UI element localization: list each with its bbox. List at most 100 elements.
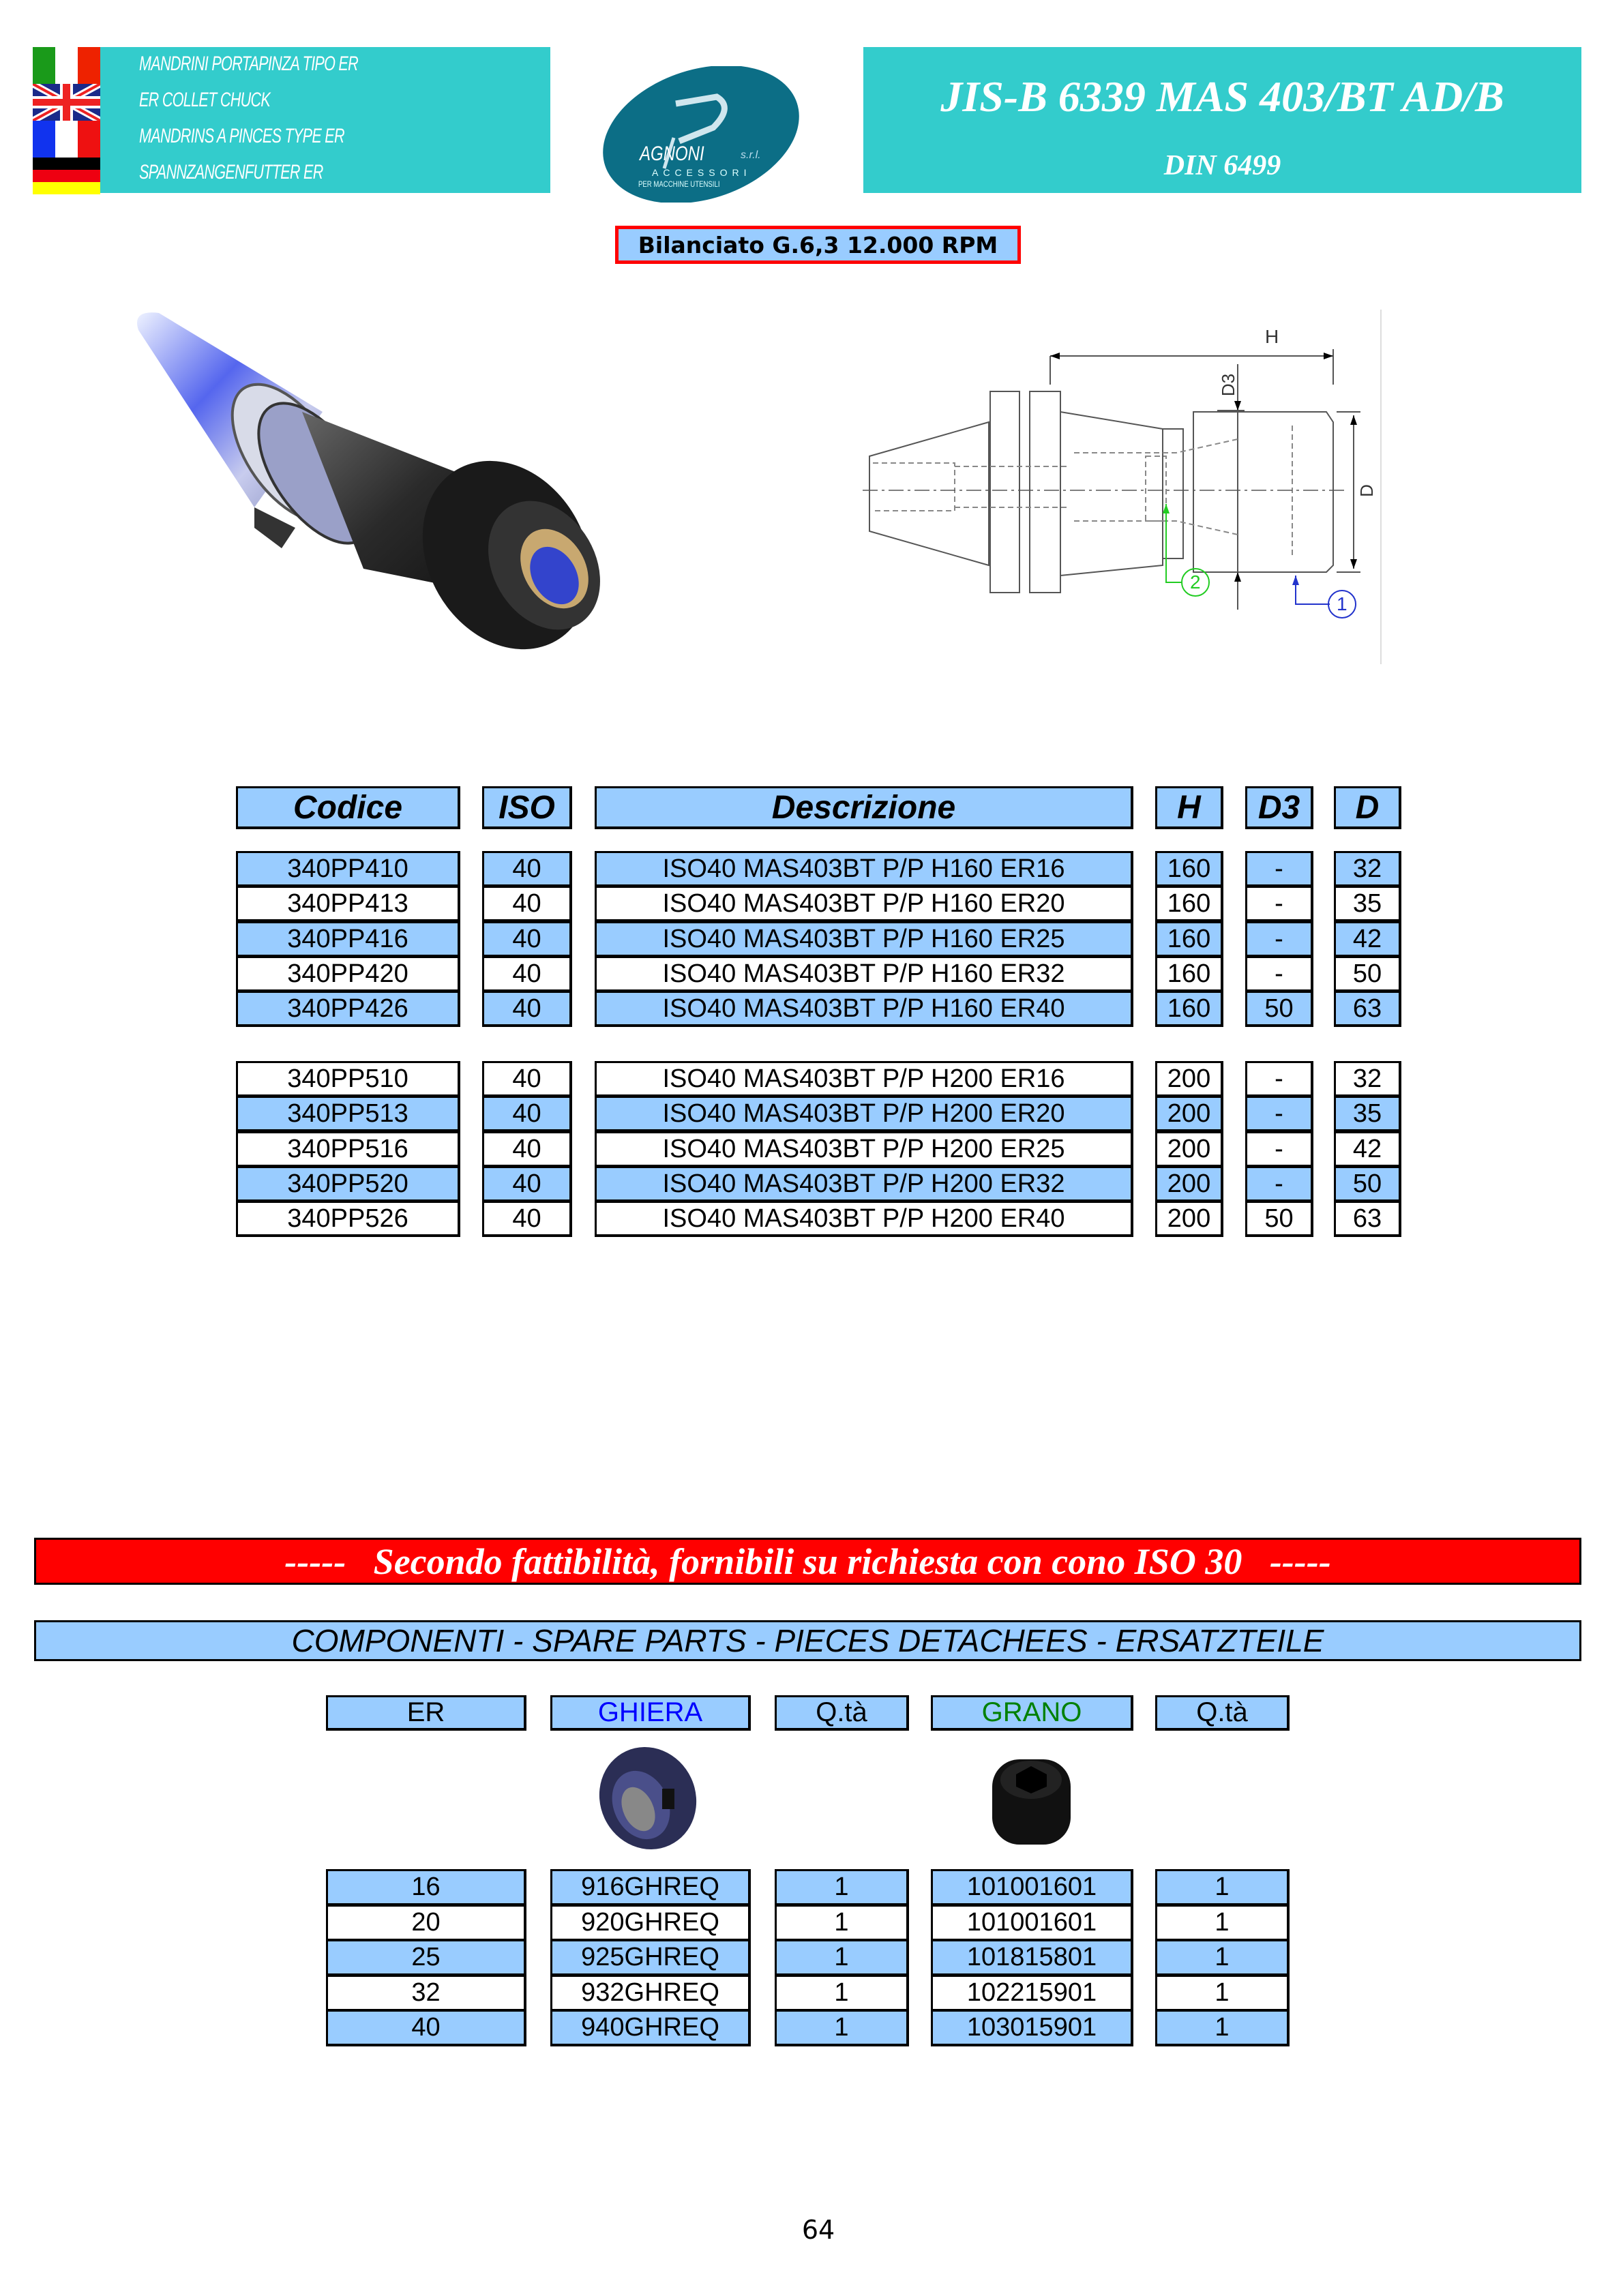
table-cell-d: 63 — [1334, 991, 1401, 1027]
spare-cell-qta-grano-text: 1 — [1215, 1908, 1230, 1937]
column-header-d: D — [1334, 786, 1401, 829]
table-cell-d: 50 — [1334, 956, 1401, 992]
callout-1: 1 — [1337, 593, 1347, 614]
column-header-h-text: H — [1177, 789, 1201, 826]
table-cell-codice: 340PP410 — [236, 851, 460, 887]
table-cell-h-text: 160 — [1167, 889, 1211, 918]
spare-cell-ghiera: 925GHREQ — [550, 1939, 751, 1976]
germany-flag-icon — [33, 158, 100, 194]
logo-line1: ACCESSORI — [652, 167, 751, 178]
drawing-lines — [863, 310, 1382, 664]
spare-cell-qta-ghiera-text: 1 — [834, 1978, 849, 2007]
spare-cell-ghiera: 920GHREQ — [550, 1905, 751, 1941]
table-cell-iso-text: 40 — [512, 889, 541, 918]
logo-line2: PER MACCHINE UTENSILI — [638, 179, 720, 189]
logo-emblem-icon — [603, 65, 799, 204]
spare-cell-er-text: 25 — [411, 1943, 441, 1971]
table-cell-iso-text: 40 — [512, 1064, 541, 1093]
table-cell-codice: 340PP526 — [236, 1201, 460, 1237]
spare-cell-grano-text: 102215901 — [966, 1978, 1097, 2007]
spare-header-qta-ghiera: Q.tà — [775, 1695, 909, 1731]
table-cell-h: 200 — [1155, 1201, 1223, 1237]
column-header-d3-text: D3 — [1257, 789, 1300, 826]
spare-cell-grano: 101001601 — [931, 1869, 1133, 1906]
spare-cell-qta-grano: 1 — [1155, 1939, 1290, 1976]
table-cell-h: 200 — [1155, 1061, 1223, 1097]
table-cell-codice-text: 340PP526 — [287, 1204, 408, 1233]
technical-drawing: H D3 D 2 1 — [856, 310, 1528, 664]
table-cell-h: 200 — [1155, 1096, 1223, 1132]
table-cell-d-text: 42 — [1352, 924, 1382, 953]
table-cell-d: 42 — [1334, 1131, 1401, 1167]
table-cell-d3-text: - — [1275, 854, 1283, 883]
spare-header-qta-grano: Q.tà — [1155, 1695, 1290, 1731]
column-header-codice-text: Codice — [293, 789, 403, 826]
table-cell-d3: 50 — [1245, 1201, 1313, 1237]
table-cell-h: 160 — [1155, 851, 1223, 887]
table-cell-h-text: 200 — [1167, 1134, 1211, 1163]
spare-cell-grano: 102215901 — [931, 1975, 1133, 2012]
table-cell-descrizione-text: ISO40 MAS403BT P/P H160 ER20 — [662, 889, 1065, 918]
table-cell-codice-text: 340PP520 — [287, 1169, 408, 1198]
language-label-en: ER COLLET CHUCK — [139, 89, 271, 111]
spare-cell-qta-ghiera-text: 1 — [834, 2013, 849, 2042]
table-cell-descrizione: ISO40 MAS403BT P/P H200 ER20 — [595, 1096, 1133, 1132]
spare-header-qta-ghiera-text: Q.tà — [816, 1697, 867, 1727]
spare-cell-ghiera-text: 925GHREQ — [581, 1943, 719, 1971]
table-cell-d: 35 — [1334, 886, 1401, 922]
spare-header-er: ER — [326, 1695, 526, 1731]
table-cell-descrizione-text: ISO40 MAS403BT P/P H160 ER32 — [662, 959, 1065, 988]
table-cell-descrizione-text: ISO40 MAS403BT P/P H200 ER20 — [662, 1099, 1065, 1128]
table-cell-codice: 340PP513 — [236, 1096, 460, 1132]
table-cell-iso: 40 — [482, 921, 572, 957]
spare-cell-ghiera: 932GHREQ — [550, 1975, 751, 2012]
callout-2: 2 — [1190, 571, 1201, 593]
table-cell-d3-text: - — [1275, 1064, 1283, 1093]
spare-cell-qta-grano-text: 1 — [1215, 1943, 1230, 1971]
spare-cell-qta-ghiera-text: 1 — [834, 1873, 849, 1901]
spare-cell-qta-ghiera: 1 — [775, 2010, 909, 2046]
spare-header-er-text: ER — [406, 1697, 445, 1727]
standard-title: JIS-B 6339 MAS 403/BT AD/B — [940, 72, 1504, 121]
spare-header-ghiera: GHIERA — [550, 1695, 751, 1731]
table-cell-iso: 40 — [482, 886, 572, 922]
table-cell-descrizione: ISO40 MAS403BT P/P H160 ER25 — [595, 921, 1133, 957]
table-cell-descrizione-text: ISO40 MAS403BT P/P H200 ER32 — [662, 1169, 1065, 1198]
table-cell-descrizione-text: ISO40 MAS403BT P/P H200 ER16 — [662, 1064, 1065, 1093]
table-cell-d-text: 42 — [1352, 1134, 1382, 1163]
spare-cell-qta-grano-text: 1 — [1215, 2013, 1230, 2042]
dimension-h-label: H — [1265, 326, 1279, 347]
table-cell-descrizione: ISO40 MAS403BT P/P H200 ER32 — [595, 1166, 1133, 1202]
table-cell-d3-text: - — [1275, 889, 1283, 918]
table-cell-d3: - — [1245, 921, 1313, 957]
table-cell-d3: - — [1245, 1096, 1313, 1132]
table-cell-iso: 40 — [482, 1096, 572, 1132]
column-header-iso-text: ISO — [498, 789, 555, 826]
table-cell-h-text: 160 — [1167, 959, 1211, 988]
italy-flag-icon — [33, 47, 100, 84]
logo-brand: AGNONI — [640, 143, 704, 165]
spare-cell-er: 32 — [326, 1975, 526, 2012]
table-cell-d-text: 50 — [1352, 1169, 1382, 1198]
table-cell-d-text: 35 — [1352, 889, 1382, 918]
iso30-banner: ----- Secondo fattibilità, fornibili su … — [34, 1538, 1581, 1585]
spare-cell-er: 16 — [326, 1869, 526, 1906]
table-cell-iso: 40 — [482, 1166, 572, 1202]
iso30-banner-text: ----- Secondo fattibilità, fornibili su … — [284, 1540, 1331, 1582]
table-cell-h: 160 — [1155, 921, 1223, 957]
spare-cell-er: 20 — [326, 1905, 526, 1941]
spare-header-qta-grano-text: Q.tà — [1196, 1697, 1248, 1727]
table-cell-d: 35 — [1334, 1096, 1401, 1132]
spare-cell-qta-grano-text: 1 — [1215, 1873, 1230, 1901]
spare-cell-ghiera: 940GHREQ — [550, 2010, 751, 2046]
table-cell-codice-text: 340PP516 — [287, 1134, 408, 1163]
table-cell-d3: - — [1245, 956, 1313, 992]
spare-cell-qta-ghiera: 1 — [775, 1975, 909, 2012]
table-cell-h-text: 200 — [1167, 1064, 1211, 1093]
spare-cell-qta-ghiera: 1 — [775, 1905, 909, 1941]
spare-cell-qta-grano: 1 — [1155, 1869, 1290, 1906]
france-flag-icon — [33, 121, 100, 158]
table-cell-d3-text: 50 — [1264, 1204, 1294, 1233]
spare-cell-qta-ghiera: 1 — [775, 1869, 909, 1906]
table-cell-h-text: 200 — [1167, 1169, 1211, 1198]
